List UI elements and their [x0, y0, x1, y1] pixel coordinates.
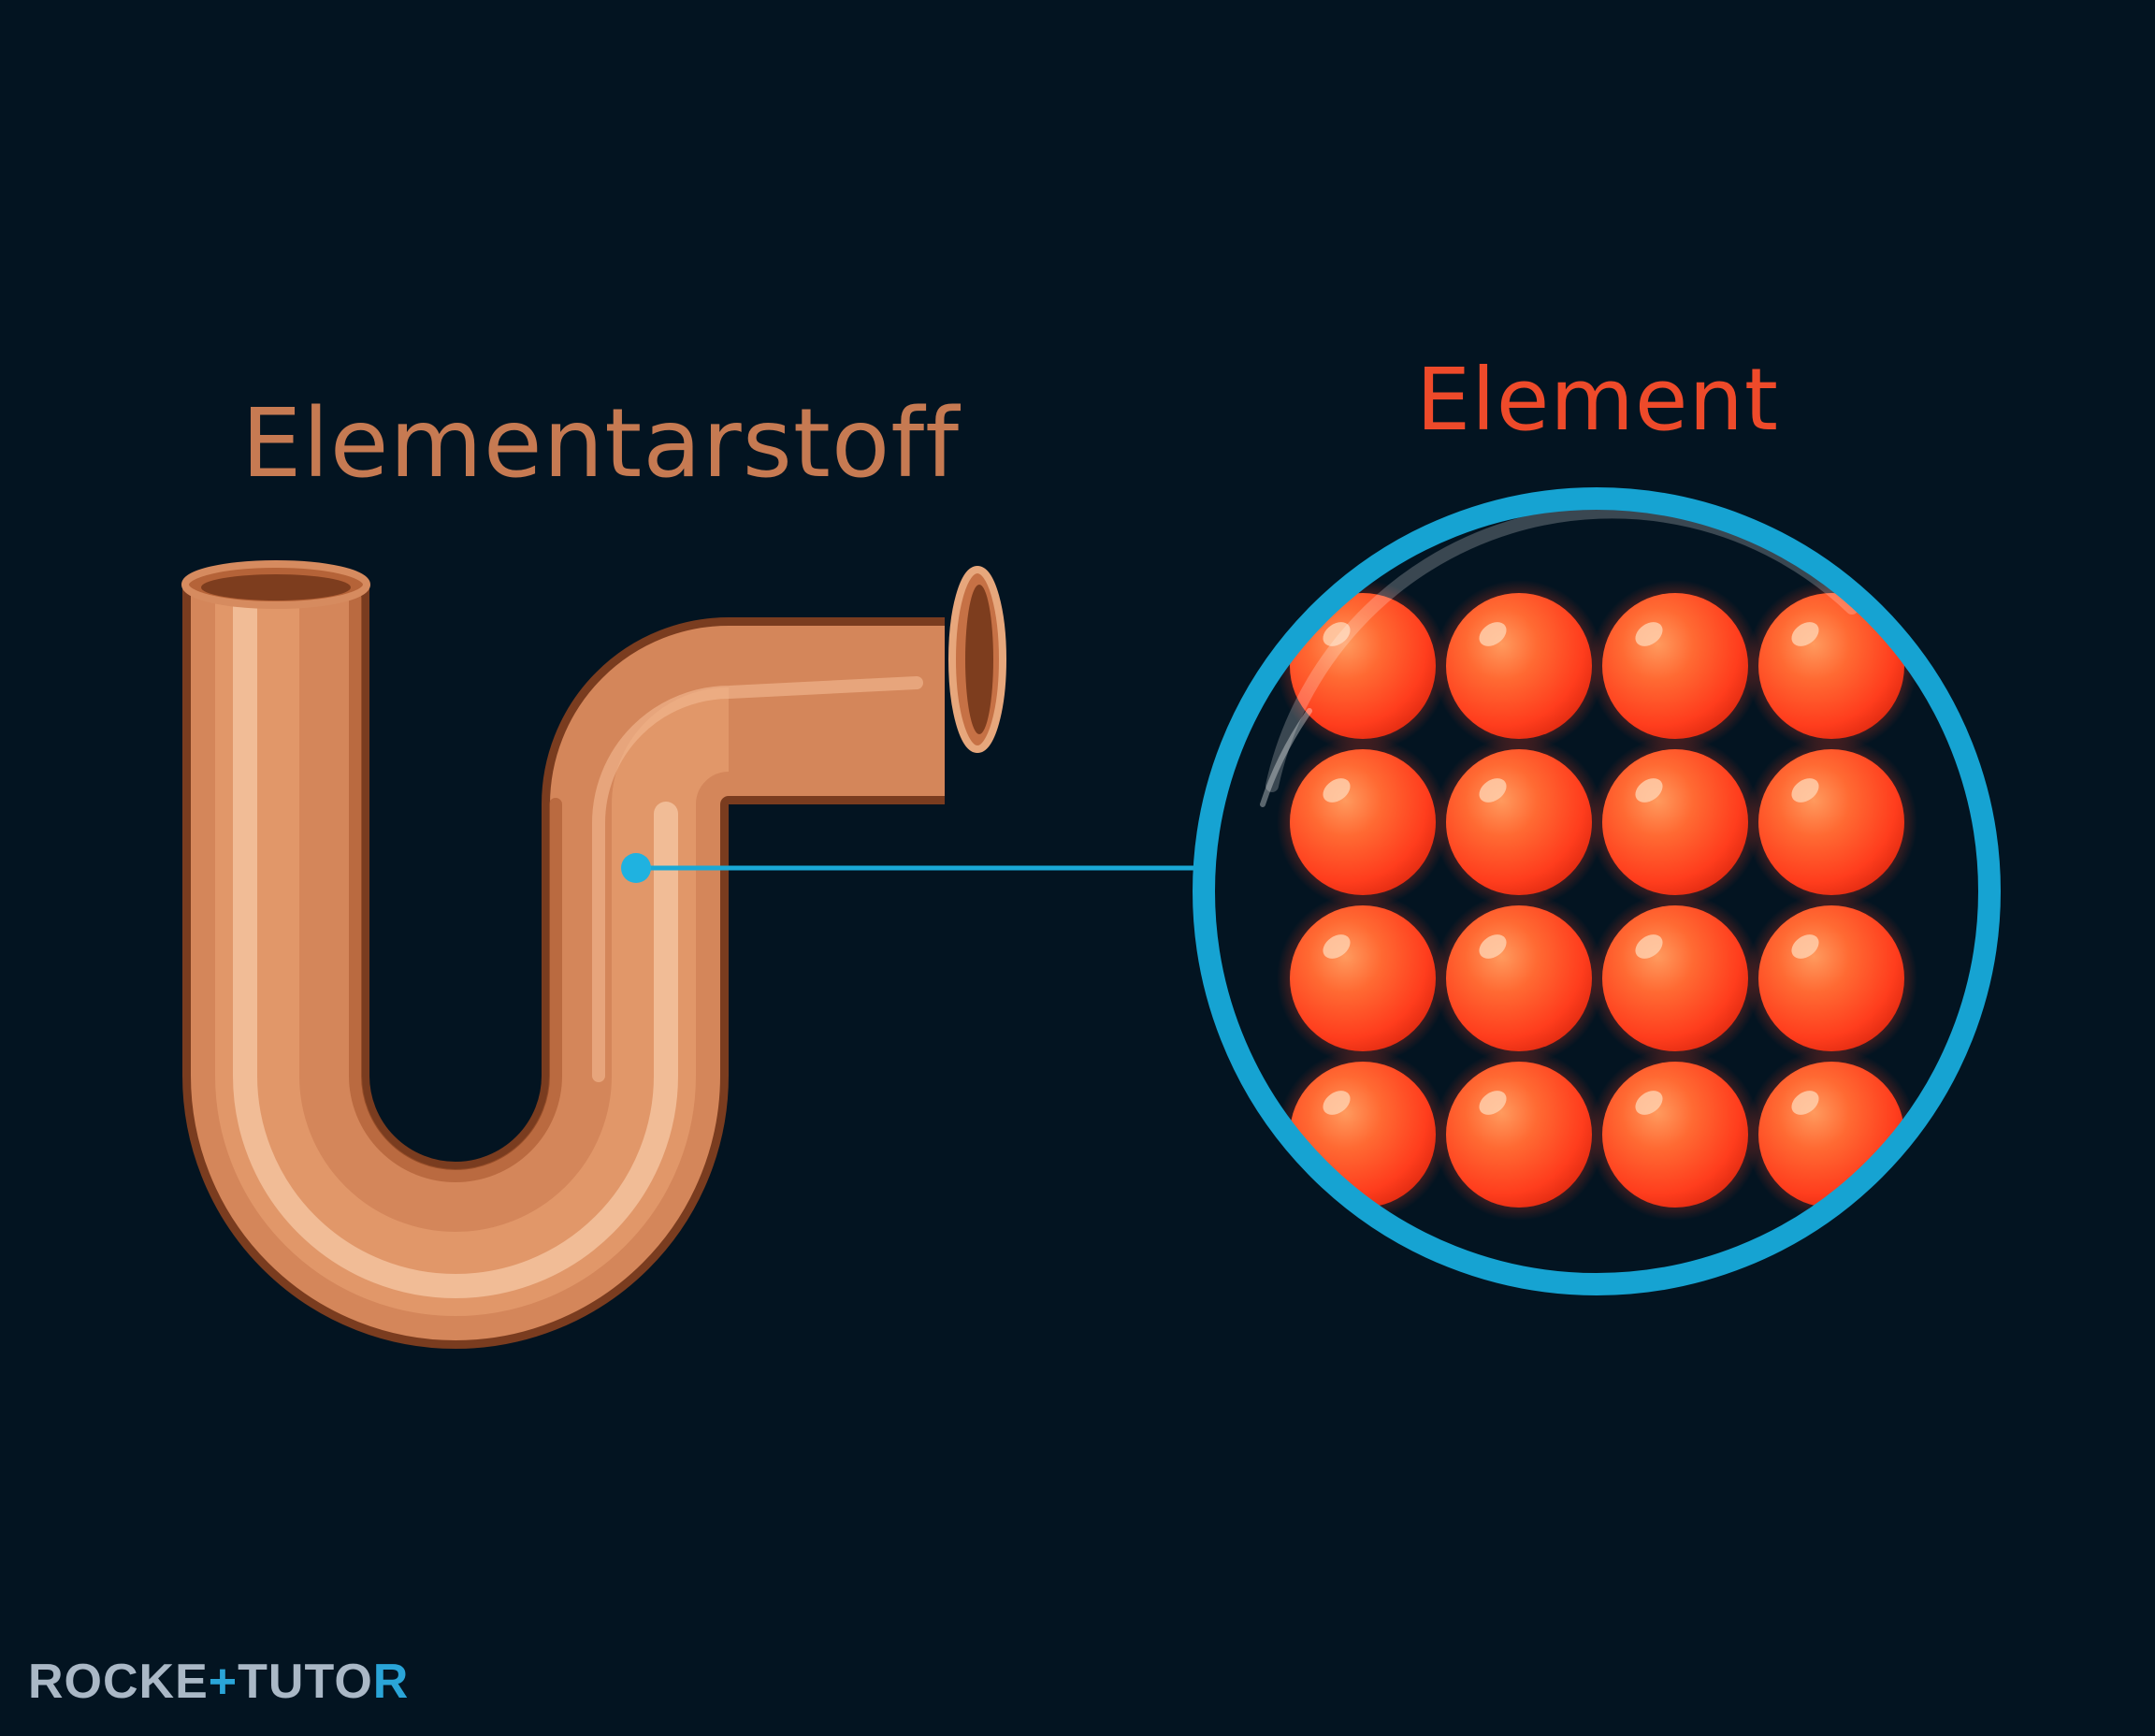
atom-sphere-icon: [1433, 736, 1605, 908]
atom-sphere-icon: [1277, 892, 1449, 1064]
atom-sphere-icon: [1433, 580, 1605, 752]
atom-grid: [1277, 580, 1917, 1221]
connector: [621, 853, 1207, 883]
atom-sphere-icon: [1745, 580, 1917, 752]
connector-dot: [621, 853, 651, 883]
brand-part3: R: [372, 1655, 410, 1709]
element-label: Element: [1416, 350, 1779, 450]
brand-part1: ROCKE: [28, 1655, 209, 1709]
atom-sphere-icon: [1433, 892, 1605, 1064]
magnifier-circle-icon: [1193, 487, 2001, 1295]
brand-logo: ROCKE+TUTOR: [28, 1657, 409, 1706]
atom-sphere-icon: [1277, 736, 1449, 908]
substance-label: Elementarstoff: [241, 388, 961, 499]
atom-sphere-icon: [1745, 892, 1917, 1064]
copper-pipe-icon: [181, 560, 1006, 1349]
atom-sphere-icon: [1589, 580, 1761, 752]
atom-sphere-icon: [1589, 736, 1761, 908]
atom-sphere-icon: [1589, 1049, 1761, 1221]
atom-sphere-icon: [1745, 736, 1917, 908]
atom-sphere-icon: [1589, 892, 1761, 1064]
brand-plus: +: [208, 1655, 239, 1709]
brand-part2: TUTO: [238, 1655, 373, 1709]
atom-sphere-icon: [1433, 1049, 1605, 1221]
